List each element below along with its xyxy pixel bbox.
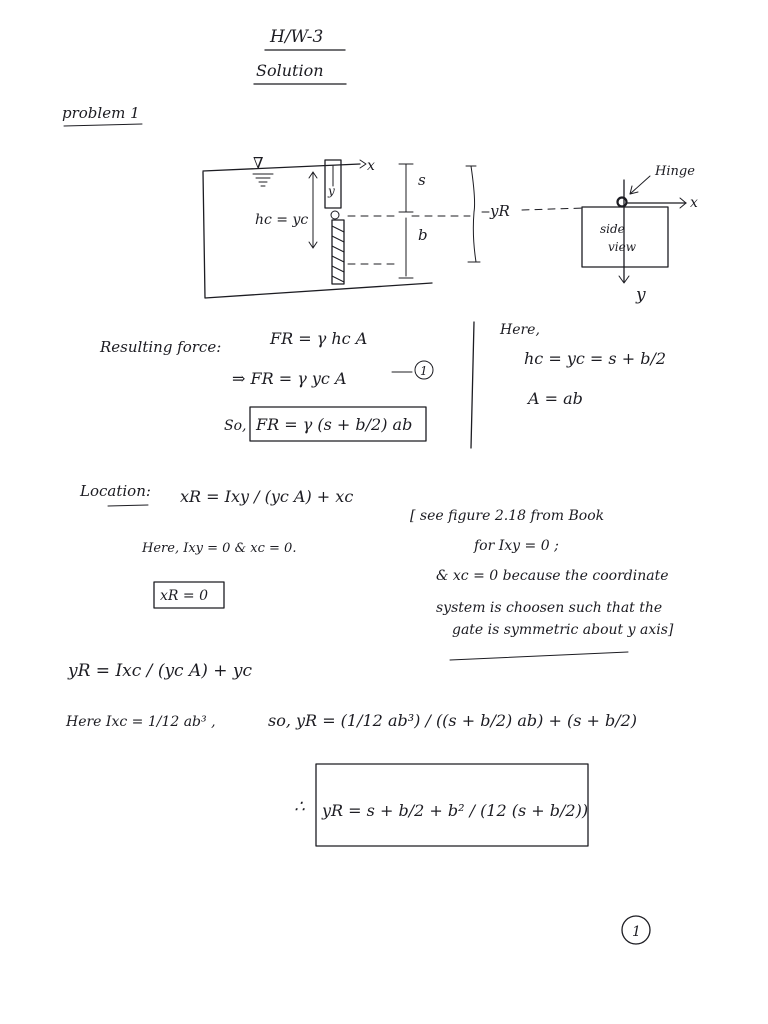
eq-ref-number: 1 bbox=[420, 364, 428, 378]
side-view-diagram: Hinge x side view y bbox=[581, 164, 698, 305]
gate-upper-box bbox=[324, 159, 342, 209]
hinge-label: Hinge bbox=[654, 164, 695, 179]
xr-result-box bbox=[153, 581, 225, 609]
gate-plate bbox=[331, 219, 345, 285]
eq-ref-circle bbox=[414, 360, 434, 380]
yr-label: yR bbox=[489, 202, 510, 220]
problem-underline bbox=[63, 123, 143, 127]
page-subtitle: Solution bbox=[256, 61, 324, 80]
yr-final-eq: yR = s + b/2 + b² / (12 (s + b/2)) bbox=[321, 801, 588, 820]
location-label: Location: bbox=[79, 482, 151, 500]
tank-wall bbox=[202, 171, 433, 299]
force-eq-2: ⇒ FR = γ yc A bbox=[232, 369, 347, 388]
hc-arrow-bottom bbox=[308, 241, 318, 249]
side-y-label: y bbox=[635, 285, 646, 305]
tank-diagram: ∇ x y hc = yc s bbox=[202, 154, 585, 299]
yr-here-line: Here Ixc = 1/12 ab³ , bbox=[65, 714, 216, 730]
note-line-2: for Ixy = 0 ; bbox=[473, 538, 559, 554]
free-surface-symbol: ∇ bbox=[253, 154, 263, 172]
hinge-pointer-arrow bbox=[629, 185, 639, 195]
note-line-3: & xc = 0 because the coordinate bbox=[436, 568, 669, 584]
force-so-label: So, bbox=[224, 418, 246, 434]
gate-hatch bbox=[331, 235, 345, 243]
here-label: Here, bbox=[499, 322, 540, 338]
note-line-4: system is choosen such that the bbox=[436, 600, 662, 616]
gate-hatch bbox=[331, 265, 345, 273]
note-underline bbox=[449, 651, 629, 661]
s-label: s bbox=[418, 171, 426, 189]
b-label: b bbox=[418, 226, 428, 244]
vertical-divider bbox=[470, 321, 475, 449]
therefore-symbol: ∴ bbox=[294, 797, 305, 817]
gate-y-label: y bbox=[327, 184, 335, 198]
x-axis-label: x bbox=[367, 158, 375, 174]
note-line-1: [ see figure 2.18 from Book bbox=[410, 508, 604, 524]
yr-dimension-line bbox=[470, 165, 477, 263]
gate-hatch bbox=[331, 245, 345, 253]
location-eq: xR = Ixy / (yc A) + xc bbox=[180, 487, 353, 506]
page-title: H/W-3 bbox=[269, 27, 323, 47]
gate-hatch bbox=[331, 225, 345, 233]
yr-so-equation: so, yR = (1/12 ab³) / ((s + b/2) ab) + (… bbox=[268, 711, 637, 730]
here-line-1: hc = yc = s + b/2 bbox=[524, 349, 666, 368]
side-view-gate bbox=[581, 206, 669, 268]
location-underline bbox=[107, 504, 149, 507]
force-boxed-eq: FR = γ (s + b/2) ab bbox=[255, 415, 412, 434]
yr-final-box bbox=[315, 763, 589, 847]
side-hinge-circle bbox=[616, 196, 628, 208]
side-view-text-1: side bbox=[600, 222, 625, 236]
gate-hatch bbox=[331, 275, 345, 283]
side-view-text-2: view bbox=[608, 240, 637, 254]
side-y-arrow bbox=[618, 275, 630, 284]
hinge-pointer bbox=[629, 175, 651, 195]
page-number-circle bbox=[621, 915, 651, 945]
location-here-line: Here, Ixy = 0 & xc = 0. bbox=[141, 541, 296, 556]
hc-label: hc = yc bbox=[255, 212, 308, 228]
yr-level-dashes bbox=[521, 207, 585, 211]
water-surface-line bbox=[202, 163, 361, 172]
here-line-2: A = ab bbox=[526, 389, 583, 408]
note-line-5: gate is symmetric about y axis] bbox=[452, 622, 674, 638]
xr-boxed: xR = 0 bbox=[160, 588, 208, 604]
x-axis-arrow bbox=[359, 159, 367, 169]
gate-hatch bbox=[331, 255, 345, 263]
hc-arrow-top bbox=[308, 171, 318, 179]
force-heading: Resulting force: bbox=[99, 338, 221, 356]
yr-equation: yR = Ixc / (yc A) + yc bbox=[67, 661, 253, 681]
force-result-box bbox=[249, 406, 427, 442]
problem-label: problem 1 bbox=[62, 104, 140, 122]
side-x-arrow bbox=[679, 197, 687, 209]
page-number: 1 bbox=[632, 924, 641, 940]
force-eq-1: FR = γ hc A bbox=[269, 329, 367, 348]
side-x-label: x bbox=[690, 195, 698, 211]
hinge-circle bbox=[330, 210, 340, 220]
